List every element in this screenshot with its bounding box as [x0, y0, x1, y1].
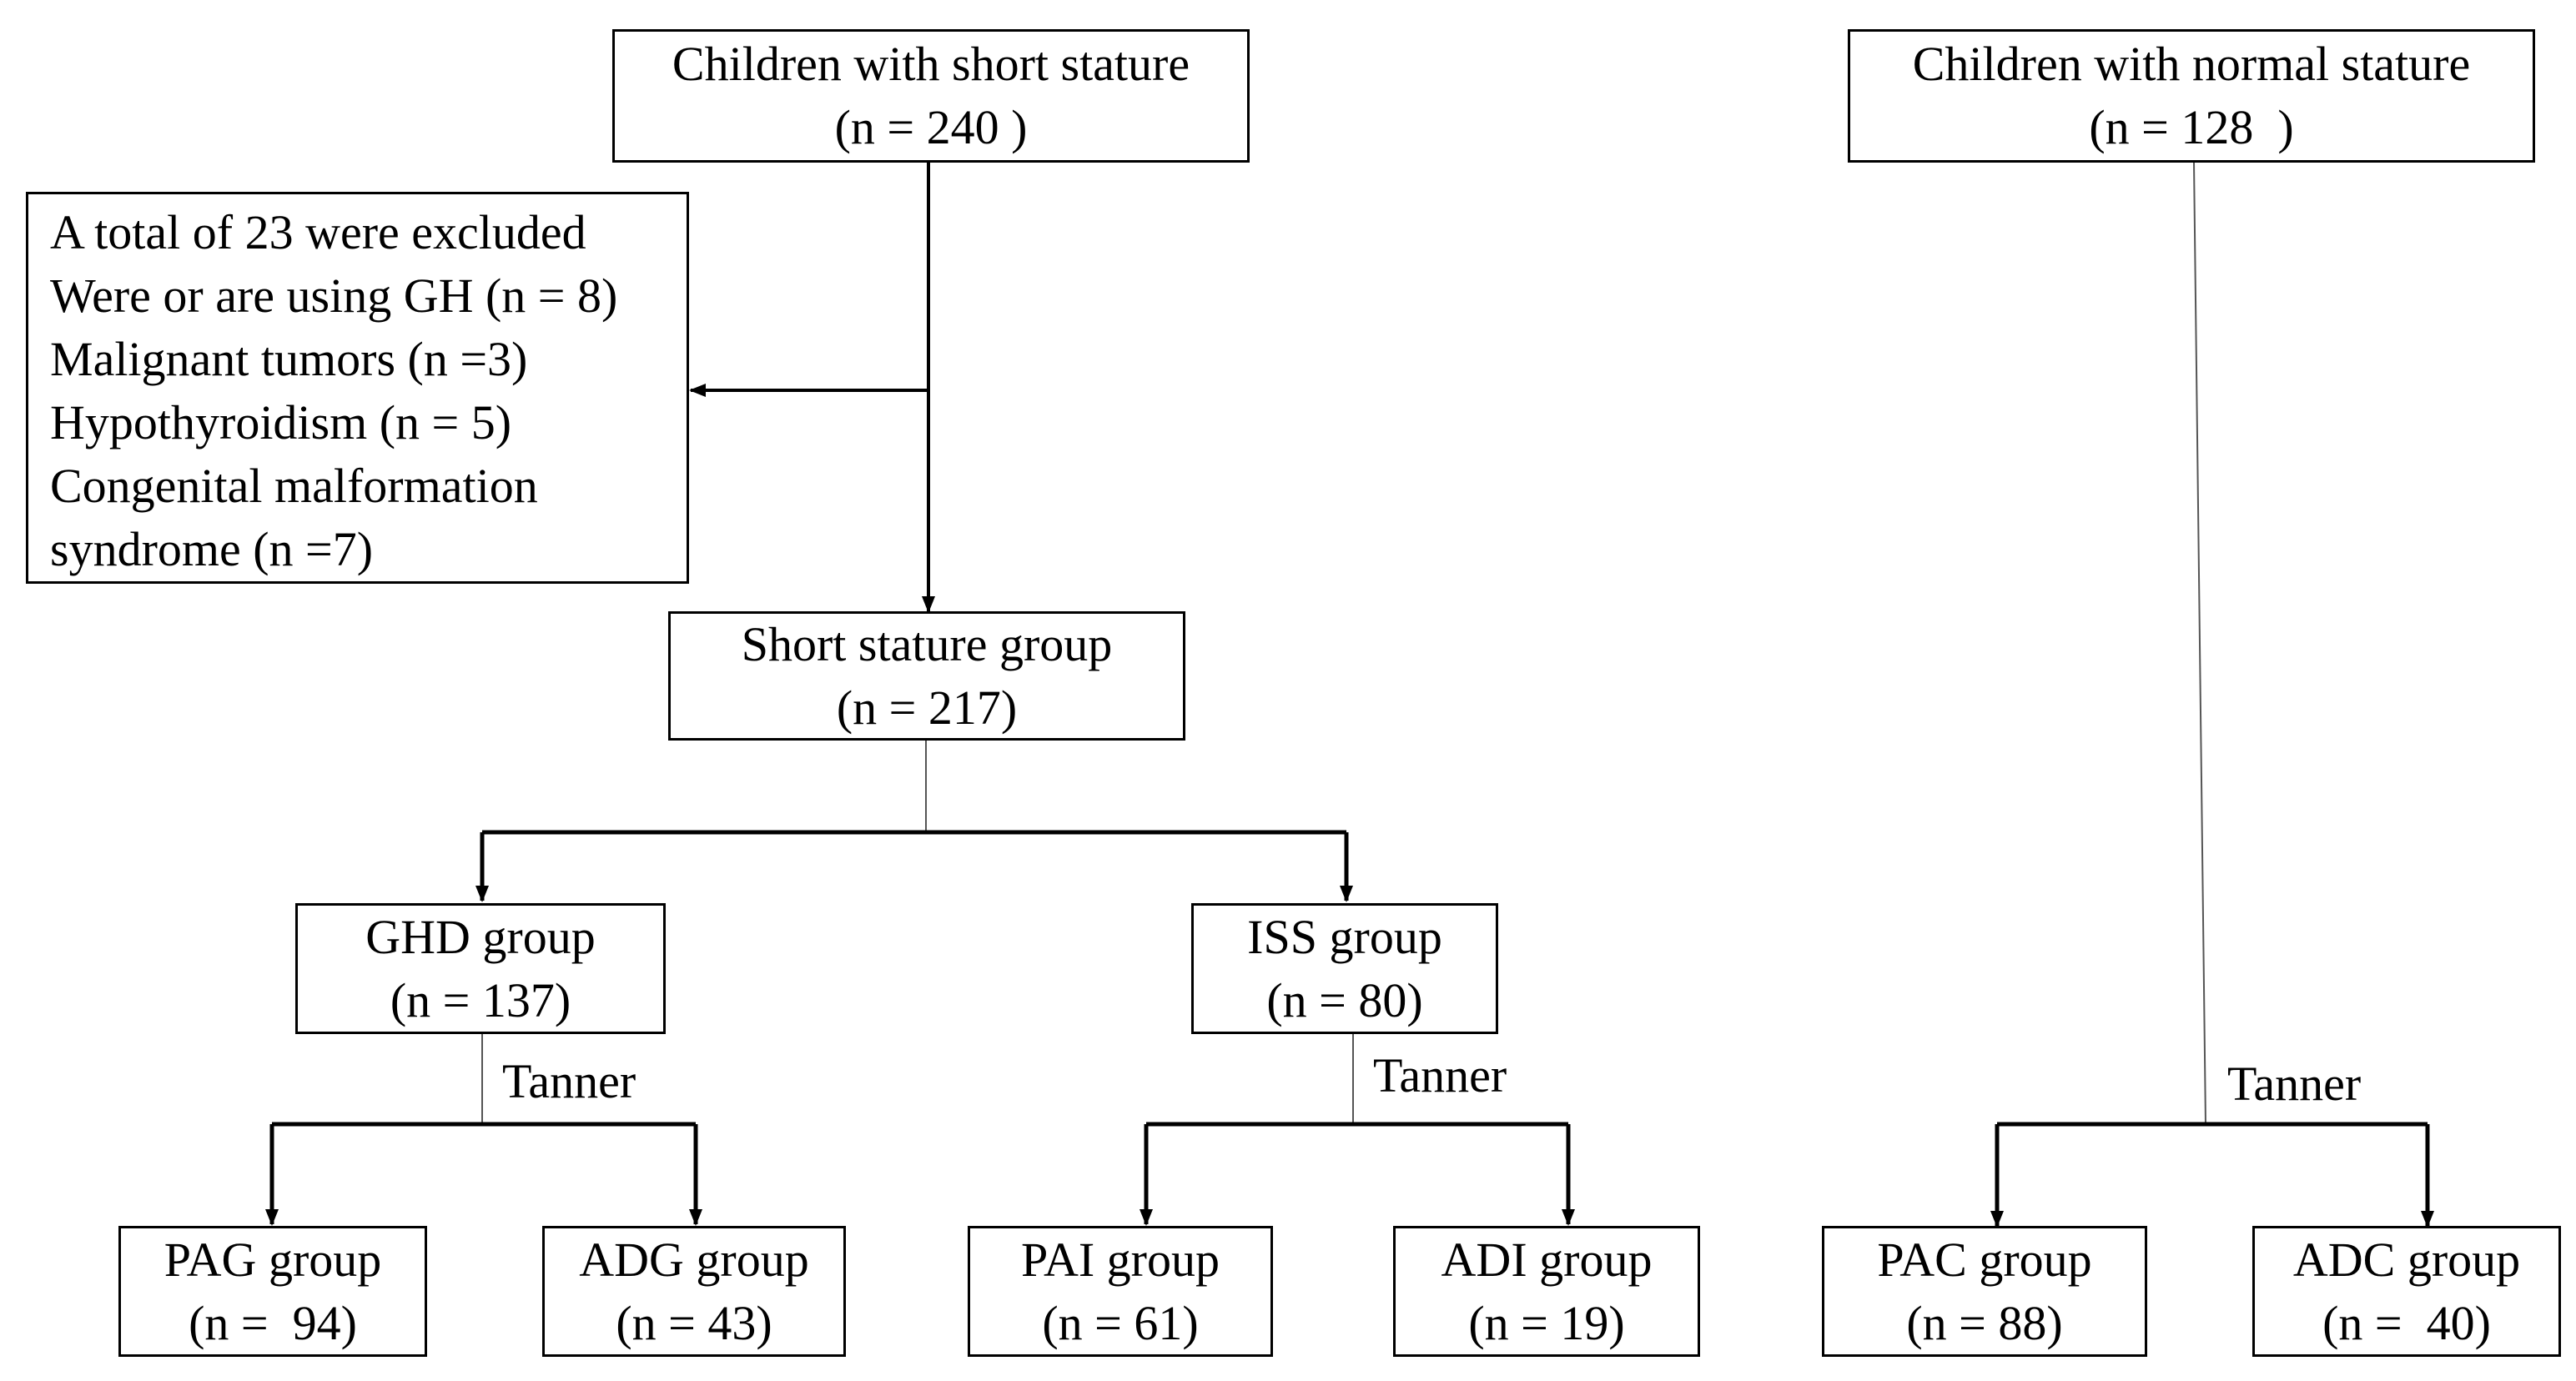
- node-adc-group: ADC group (n = 40): [2252, 1226, 2561, 1357]
- node-count: (n = 240 ): [834, 100, 1028, 154]
- node-count: (n = 43): [616, 1295, 772, 1350]
- node-count: (n = 217): [836, 680, 1018, 735]
- node-pac-group: PAC group (n = 88): [1822, 1226, 2147, 1357]
- node-count: (n = 61): [1042, 1295, 1199, 1350]
- node-label: PAG group: [164, 1232, 382, 1287]
- node-label: ADC group: [2292, 1232, 2521, 1287]
- node-ghd-group: GHD group (n = 137): [295, 903, 666, 1034]
- exclusion-malformation: Congenital malformation: [50, 459, 538, 513]
- edge-normal-down: [2193, 162, 2206, 1125]
- node-children-short-stature: Children with short stature (n = 240 ): [612, 29, 1250, 163]
- node-adg-group: ADG group (n = 43): [542, 1226, 846, 1357]
- node-label: PAC group: [1877, 1232, 2092, 1287]
- node-label: ISS group: [1247, 909, 1442, 964]
- node-count: (n = 19): [1468, 1295, 1625, 1350]
- node-children-normal-stature: Children with normal stature (n = 128 ): [1848, 29, 2535, 163]
- node-iss-group: ISS group (n = 80): [1191, 903, 1498, 1034]
- node-label: Children with normal stature: [1912, 37, 2471, 91]
- node-short-stature-group: Short stature group (n = 217): [668, 611, 1185, 741]
- node-count: (n = 94): [189, 1295, 357, 1350]
- node-adi-group: ADI group (n = 19): [1393, 1226, 1700, 1357]
- node-count: (n = 40): [2322, 1295, 2491, 1350]
- node-label: ADI group: [1441, 1232, 1653, 1287]
- node-label: ADG group: [579, 1232, 809, 1287]
- node-count: (n = 137): [390, 972, 571, 1027]
- edge-label-iss-tanner: Tanner: [1373, 1048, 1507, 1102]
- node-label: Children with short stature: [672, 37, 1190, 91]
- node-label: GHD group: [365, 909, 596, 964]
- node-label: Short stature group: [741, 616, 1113, 671]
- node-pai-group: PAI group (n = 61): [968, 1226, 1273, 1357]
- node-count: (n = 88): [1906, 1295, 2063, 1350]
- exclusion-syndrome: syndrome (n =7): [50, 522, 374, 576]
- exclusion-tumors: Malignant tumors (n =3): [50, 332, 528, 386]
- node-label: PAI group: [1021, 1232, 1220, 1287]
- exclusion-gh: Were or are using GH (n = 8): [50, 269, 618, 323]
- node-pag-group: PAG group (n = 94): [118, 1226, 427, 1357]
- edge-label-normal-tanner: Tanner: [2227, 1057, 2362, 1111]
- exclusion-hypothyroidism: Hypothyroidism (n = 5): [50, 395, 512, 449]
- node-exclusion-criteria: A total of 23 were excluded Were or are …: [26, 192, 689, 584]
- exclusion-total: A total of 23 were excluded: [50, 205, 586, 259]
- edge-label-ghd-tanner: Tanner: [502, 1054, 636, 1108]
- node-count: (n = 128 ): [2089, 100, 2294, 154]
- node-count: (n = 80): [1266, 972, 1423, 1027]
